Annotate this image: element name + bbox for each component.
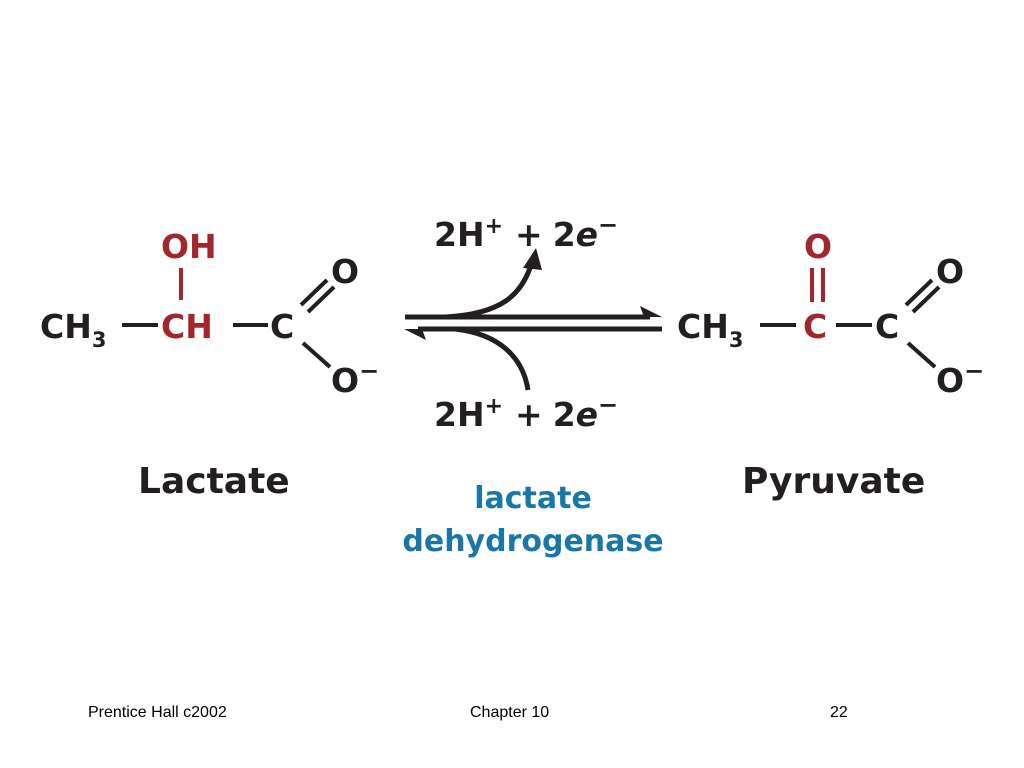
lactate-carboxyl-o: O bbox=[331, 252, 359, 291]
lactate-double-bond-b bbox=[306, 285, 336, 314]
uptake-curve bbox=[454, 326, 531, 391]
forward-arrow-head bbox=[640, 306, 662, 317]
pyruvate-name: Pyruvate bbox=[742, 461, 925, 502]
pyruvate-ch3: CH3 bbox=[677, 307, 743, 352]
pyruvate-keto-c: C bbox=[803, 307, 827, 346]
lactate-ch: CH bbox=[161, 307, 213, 346]
enzyme-name-line1: lactate bbox=[474, 481, 592, 516]
reverse-arrow-head bbox=[404, 329, 426, 340]
footer-chapter: Chapter 10 bbox=[470, 704, 550, 721]
lactate-name: Lactate bbox=[138, 461, 290, 502]
lactate-structure: CH3 OH CH C O O− bbox=[40, 227, 379, 400]
release-curve bbox=[445, 261, 535, 320]
lactate-carboxylate-o: O− bbox=[331, 357, 379, 400]
lactate-oh: OH bbox=[161, 227, 217, 266]
lactate-ch3: CH3 bbox=[40, 307, 106, 352]
lactate-single-bond-o bbox=[301, 341, 332, 369]
enzyme-name-line2: dehydrogenase bbox=[402, 524, 663, 559]
release-curve-head bbox=[523, 248, 542, 270]
pyruvate-carboxyl-o: O bbox=[936, 252, 964, 291]
pyruvate-structure: CH3 O C C O O− bbox=[677, 227, 984, 400]
lactate-double-bond-a bbox=[299, 278, 329, 307]
footer-publisher: Prentice Hall c2002 bbox=[88, 704, 227, 721]
lactate-carboxyl-c: C bbox=[270, 307, 294, 346]
bottom-cofactors: 2H++2e− bbox=[434, 391, 618, 434]
pyruvate-carboxyl-c: C bbox=[875, 307, 899, 346]
pyruvate-carboxylate-o: O− bbox=[936, 357, 984, 400]
pyruvate-double-bond-a bbox=[904, 278, 934, 307]
top-cofactors: 2H++2e− bbox=[434, 211, 618, 254]
pyruvate-single-bond-o bbox=[906, 341, 937, 369]
pyruvate-double-bond-b bbox=[911, 285, 941, 314]
footer-page-number: 22 bbox=[830, 704, 848, 721]
reaction-arrows bbox=[404, 248, 662, 391]
pyruvate-keto-o: O bbox=[804, 227, 832, 266]
